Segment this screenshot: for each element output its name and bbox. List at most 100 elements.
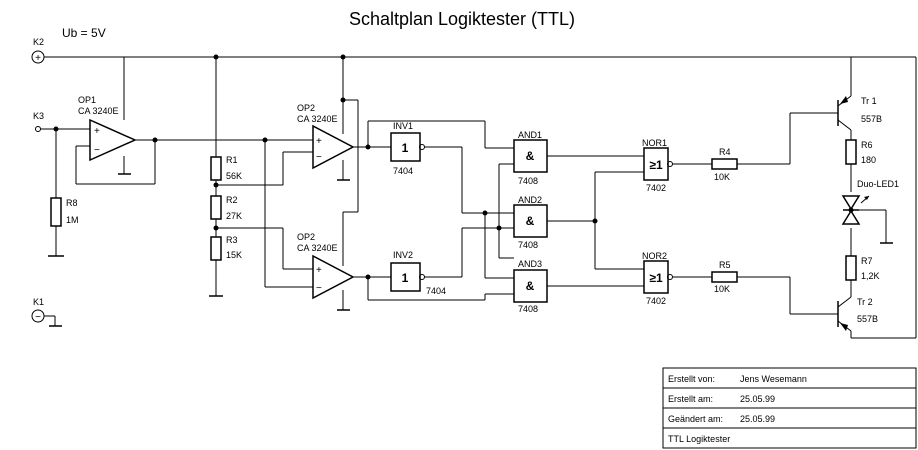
r3-value: 15K [226, 250, 242, 260]
r3-label: R3 [226, 235, 238, 245]
resistor-r1: R1 56K [210, 155, 242, 181]
junction-dot [262, 137, 268, 143]
junction-dot [213, 182, 219, 188]
r1-value: 56K [226, 171, 242, 181]
inv2-type: 7404 [426, 286, 446, 296]
r6-value: 180 [861, 155, 876, 165]
input-wiring [41, 57, 265, 257]
r8-value: 1M [66, 215, 79, 225]
junction-dot [53, 126, 59, 132]
tr1-label: Tr 1 [861, 96, 877, 106]
minus-input-sign: − [316, 283, 322, 294]
op2b-label: OP2 [297, 232, 315, 242]
and1-type: 7408 [518, 176, 538, 186]
junction-dot [213, 54, 219, 60]
gate-inv1: 1 INV1 7404 [390, 121, 425, 176]
resistor-r5: R5 10K [711, 260, 738, 294]
nor1-type: 7402 [646, 183, 666, 193]
opamp-op2-upper: + − OP2 CA 3240E [297, 103, 355, 170]
r1-label: R1 [226, 155, 238, 165]
nor2-type: 7402 [646, 296, 666, 306]
minus-input-sign: − [94, 145, 100, 156]
gate-and3: & AND3 7408 [513, 259, 548, 314]
resistor-r2: R2 27K [210, 195, 242, 221]
k2-label: K2 [33, 37, 44, 47]
junction-dot [592, 218, 598, 224]
r4-label: R4 [719, 147, 731, 157]
opamp-op2-lower: + − OP2 CA 3240E [297, 232, 355, 300]
and1-label: AND1 [518, 130, 542, 140]
gate-nor2: ≥1 NOR2 7402 [642, 251, 673, 306]
op1-label: OP1 [78, 95, 96, 105]
diagram-title: Schaltplan Logiktester (TTL) [349, 9, 575, 29]
r2-value: 27K [226, 211, 242, 221]
resistor-r8: R8 1M [50, 197, 79, 227]
and2-label: AND2 [518, 195, 542, 205]
title-block: Erstellt von: Jens Wesemann Erstellt am:… [662, 367, 917, 449]
modified-on-value: 25.05.99 [740, 414, 775, 424]
created-by-value: Jens Wesemann [740, 374, 807, 384]
driver-wiring [673, 57, 893, 338]
tr2-label: Tr 2 [857, 297, 873, 307]
tr1-type: 557B [861, 114, 882, 124]
inv1-symbol: 1 [402, 141, 409, 155]
supply-label: Ub = 5V [62, 26, 106, 40]
nor1-symbol: ≥1 [649, 158, 663, 172]
logic-wiring [353, 120, 644, 301]
gate-and2: & AND2 7408 [513, 195, 548, 250]
junction-dot [340, 54, 346, 60]
nor2-label: NOR2 [642, 251, 667, 261]
nor2-symbol: ≥1 [649, 271, 663, 285]
k1-label: K1 [33, 297, 44, 307]
tr2-type: 557B [857, 314, 878, 324]
opamp-op1: + − OP1 CA 3240E [78, 95, 137, 162]
and3-symbol: & [526, 279, 535, 293]
op1-type: CA 3240E [78, 106, 119, 116]
project-name: TTL Logiktester [668, 434, 730, 444]
op2a-type: CA 3240E [297, 114, 338, 124]
terminal-k2[interactable]: + K2 [31, 37, 45, 64]
created-on-label: Erstellt am: [668, 394, 713, 404]
duo-led: Duo-LED1 [841, 179, 899, 225]
gate-and1: & AND1 7408 [513, 130, 548, 186]
junction-dot [152, 137, 158, 143]
inv1-type: 7404 [393, 166, 413, 176]
plus-input-sign: + [316, 265, 322, 276]
r5-value: 10K [714, 284, 730, 294]
resistor-r3: R3 15K [210, 235, 242, 261]
resistor-r6: R6 180 [845, 139, 876, 165]
minus-input-sign: − [316, 152, 322, 163]
gate-inv2: 1 INV2 7404 [390, 250, 446, 296]
junction-dot [496, 225, 502, 231]
inv2-symbol: 1 [402, 271, 409, 285]
plus-input-sign: + [316, 136, 322, 147]
and3-type: 7408 [518, 304, 538, 314]
resistor-r7: R7 1,2K [845, 255, 880, 281]
terminal-k3[interactable]: K3 [33, 111, 44, 132]
modified-on-label: Geändert am: [668, 414, 723, 424]
r6-label: R6 [861, 140, 873, 150]
and2-type: 7408 [518, 240, 538, 250]
r4-value: 10K [714, 172, 730, 182]
r7-value: 1,2K [861, 271, 880, 281]
transistor-tr2: Tr 2 557B [837, 296, 878, 332]
junction-dot [365, 144, 371, 150]
r2-label: R2 [226, 195, 238, 205]
junction-dot [482, 210, 488, 216]
minus-symbol: − [35, 312, 41, 323]
op2a-label: OP2 [297, 103, 315, 113]
and2-symbol: & [526, 214, 535, 228]
op2b-type: CA 3240E [297, 243, 338, 253]
plus-input-sign: + [94, 126, 100, 137]
divider-wiring [209, 57, 313, 297]
inv1-label: INV1 [393, 121, 413, 131]
terminal-k1[interactable]: − K1 [31, 297, 62, 327]
r8-label: R8 [66, 198, 78, 208]
supply-rail [44, 56, 917, 339]
k3-label: K3 [33, 111, 44, 121]
op2-power-wiring [337, 57, 359, 311]
created-by-label: Erstellt von: [668, 374, 715, 384]
r5-label: R5 [719, 260, 731, 270]
inv2-label: INV2 [393, 250, 413, 260]
